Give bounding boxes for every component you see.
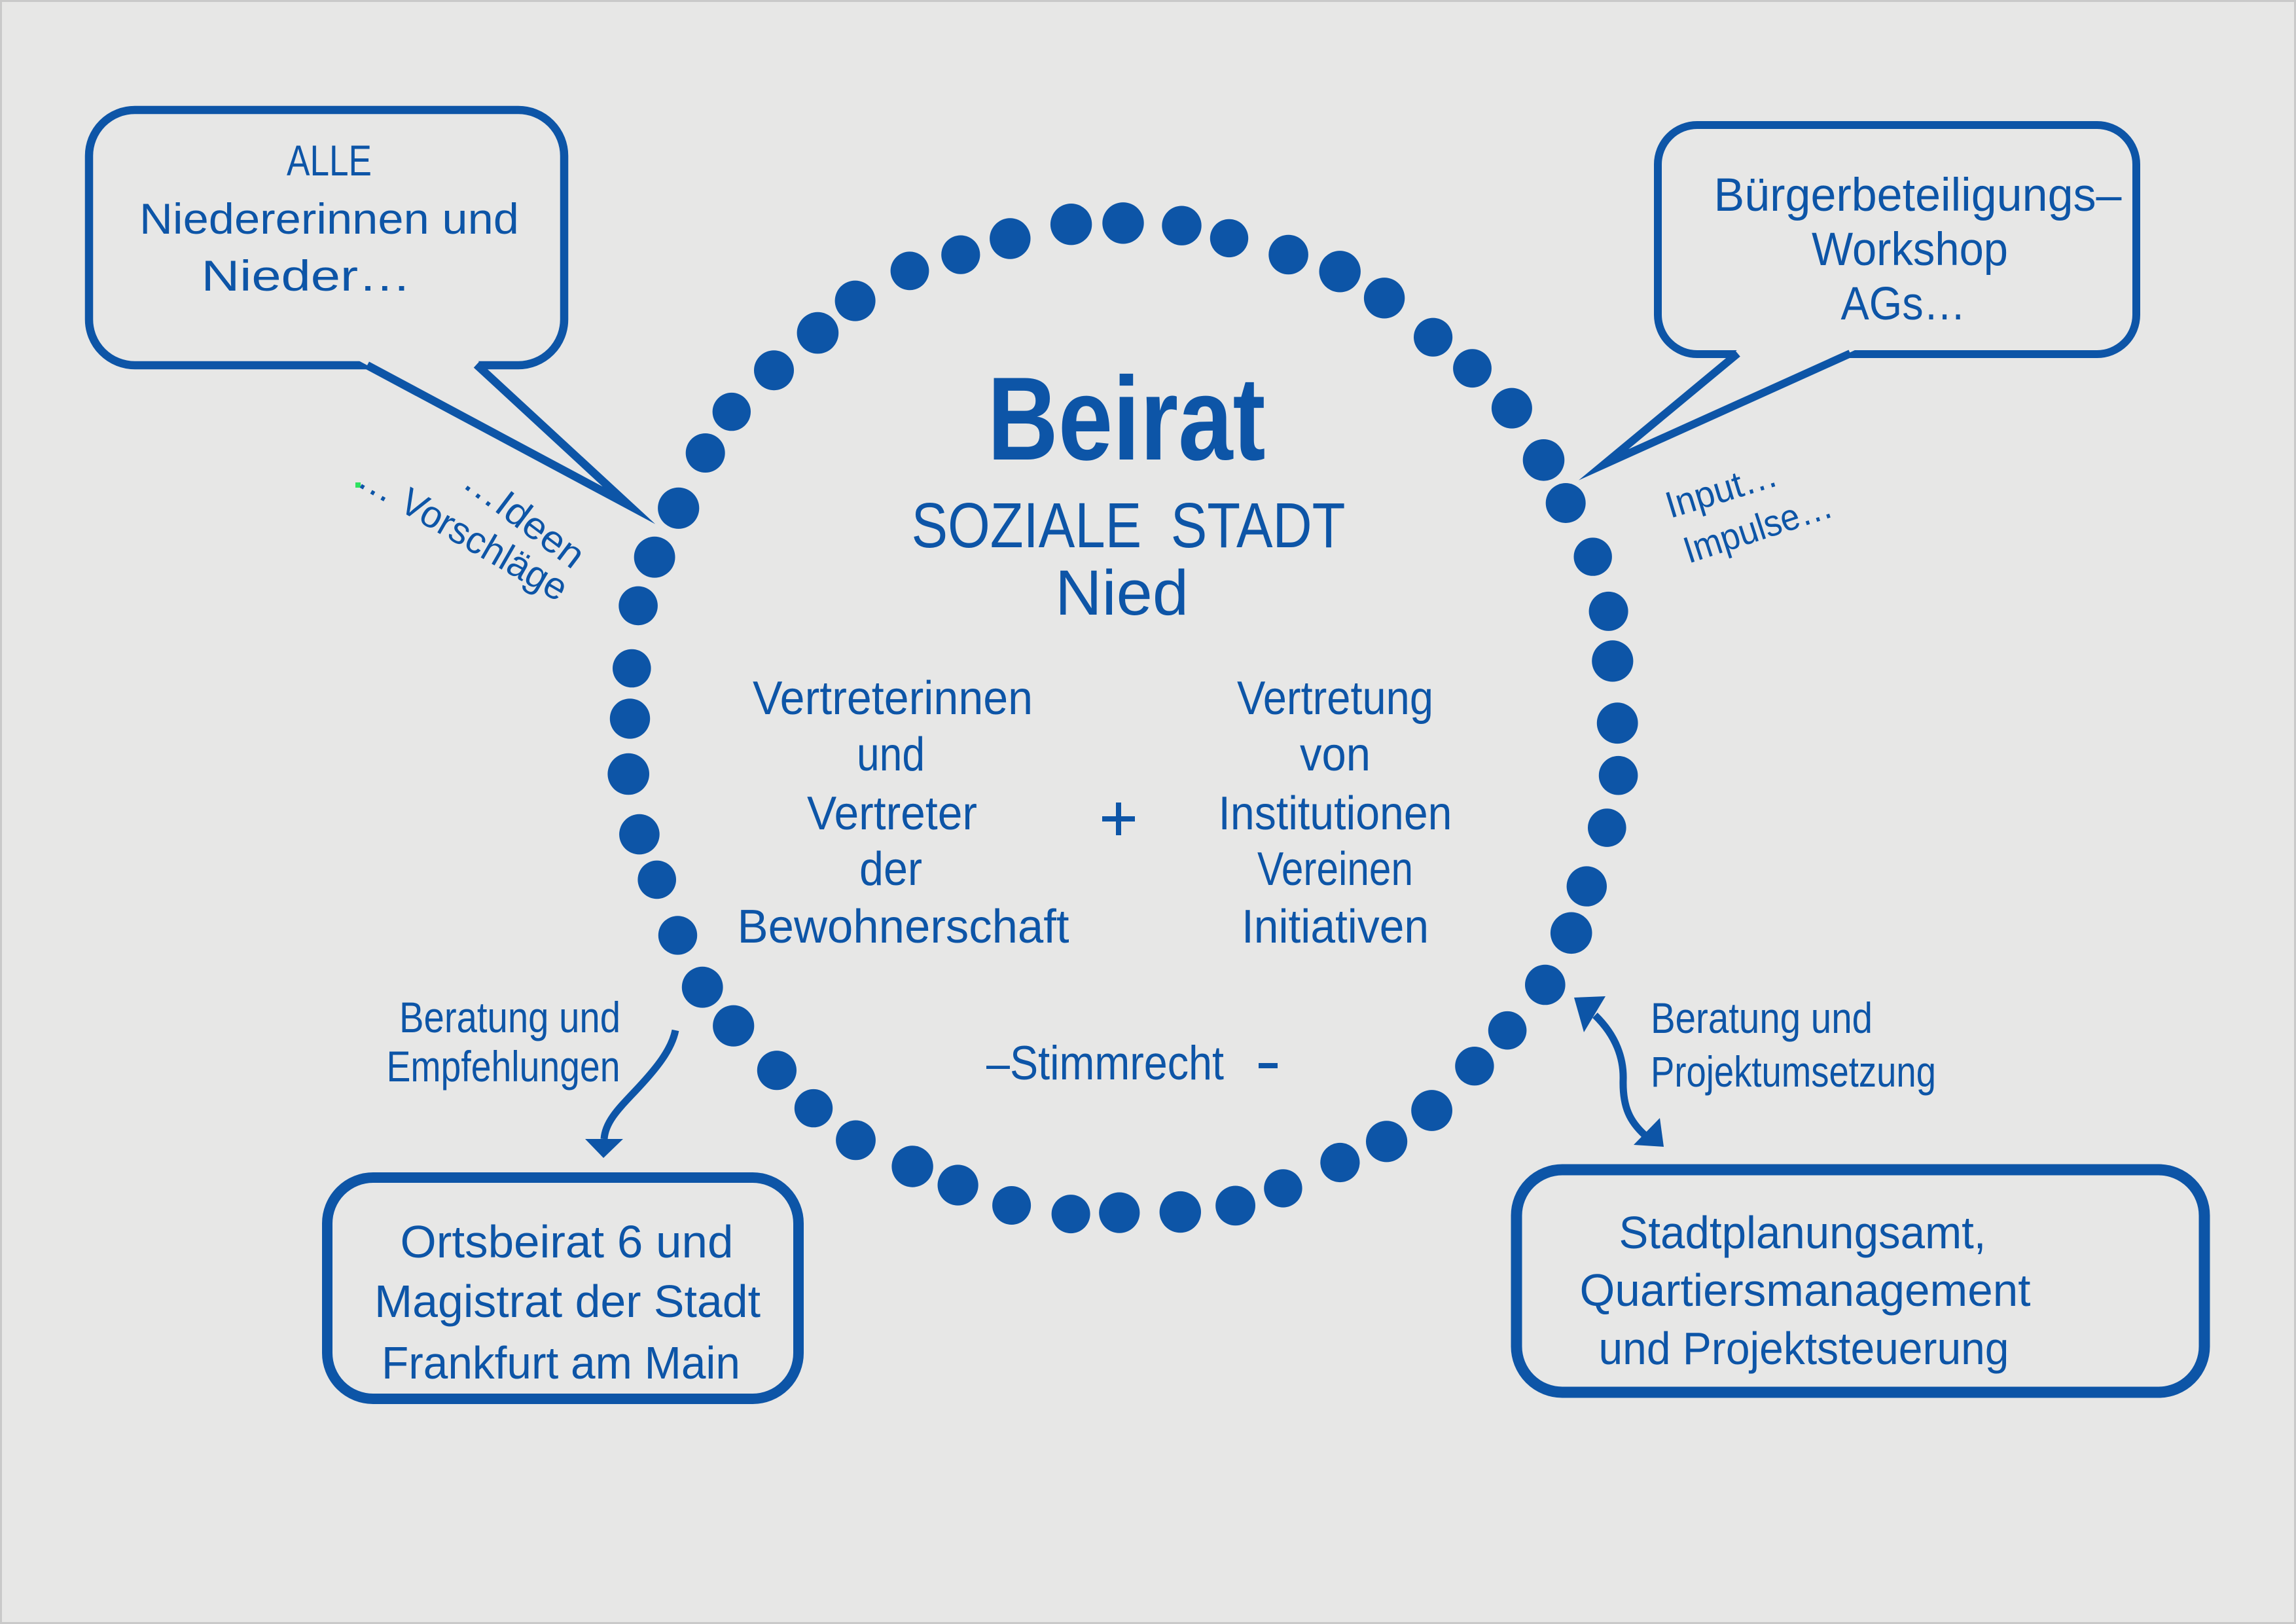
svg-text:Niedererinnen und: Niedererinnen und xyxy=(139,194,519,243)
svg-text:Quartiersmanagement: Quartiersmanagement xyxy=(1580,1265,2031,1316)
svg-text:und Projektsteuerung: und Projektsteuerung xyxy=(1599,1323,2009,1374)
svg-text:Workshop: Workshop xyxy=(1812,224,2008,276)
svg-text:der: der xyxy=(859,843,922,895)
svg-text:Bewohnerschaft: Bewohnerschaft xyxy=(738,901,1069,953)
svg-text:AGs…: AGs… xyxy=(1841,278,1966,330)
svg-text:Vertreter: Vertreter xyxy=(807,787,977,840)
svg-text:Vertretung: Vertretung xyxy=(1237,672,1433,725)
svg-text:ALLE: ALLE xyxy=(287,136,372,185)
svg-text:Ortsbeirat 6 und: Ortsbeirat 6 und xyxy=(401,1216,734,1267)
svg-text:Empfehlungen: Empfehlungen xyxy=(387,1042,620,1091)
svg-text:Vertreterinnen: Vertreterinnen xyxy=(753,672,1033,725)
svg-text:Beratung und: Beratung und xyxy=(1651,994,1873,1042)
svg-text:Frankfurt am Main: Frankfurt am Main xyxy=(382,1337,740,1388)
svg-text:Nieder…: Nieder… xyxy=(202,251,412,300)
svg-text:Bürgerbeteiligungs–: Bürgerbeteiligungs– xyxy=(1714,170,2123,221)
svg-text:Magistrat der Stadt: Magistrat der Stadt xyxy=(374,1276,761,1327)
svg-text:von: von xyxy=(1300,729,1371,781)
svg-text:und: und xyxy=(857,729,925,781)
svg-text:Beirat: Beirat xyxy=(988,353,1266,485)
svg-text:Institutionen: Institutionen xyxy=(1219,787,1452,840)
svg-text:Beratung und: Beratung und xyxy=(399,993,620,1041)
svg-text:SOZIALE STADT: SOZIALE STADT xyxy=(912,490,1346,561)
svg-text:Projektumsetzung: Projektumsetzung xyxy=(1651,1047,1936,1096)
svg-text:Nied: Nied xyxy=(1055,557,1189,628)
svg-text:Stadtplanungsamt,: Stadtplanungsamt, xyxy=(1619,1207,1986,1258)
svg-text:–Stimmrecht: –Stimmrecht xyxy=(986,1037,1224,1090)
svg-text:Initiativen: Initiativen xyxy=(1242,901,1429,953)
svg-text:Vereinen: Vereinen xyxy=(1257,843,1413,895)
